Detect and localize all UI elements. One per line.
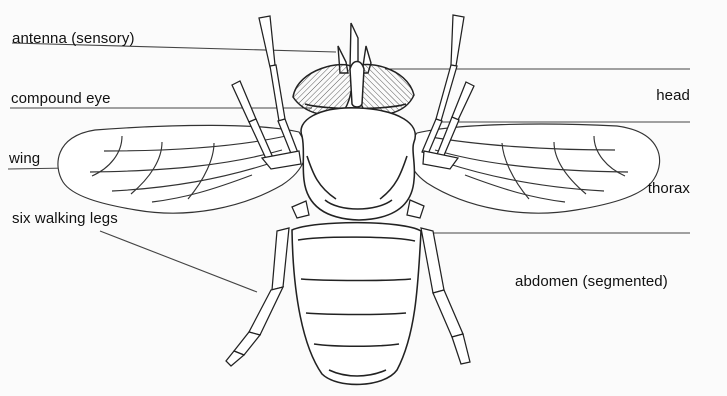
- six-walking-legs-label: six walking legs: [12, 211, 118, 226]
- wing-label: wing: [9, 151, 40, 166]
- abdomen-label: abdomen (segmented): [515, 274, 668, 289]
- thorax-label: thorax: [628, 181, 690, 196]
- thorax: [301, 108, 415, 220]
- antenna-label: antenna (sensory): [12, 31, 135, 46]
- abdomen: [292, 223, 421, 385]
- compound-eye-label: compound eye: [11, 91, 111, 106]
- head-label: head: [640, 88, 690, 103]
- legs-leader-line: [100, 231, 257, 292]
